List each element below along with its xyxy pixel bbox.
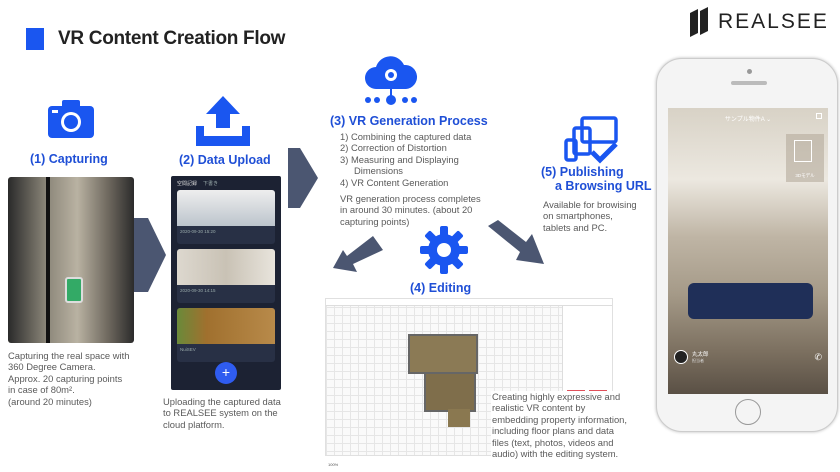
desc-line: Uploading the captured data <box>163 396 281 407</box>
logo-text: REALSEE <box>718 10 829 33</box>
add-button[interactable]: + <box>215 362 237 384</box>
desc-line: Approx. 20 capturing points <box>8 372 123 384</box>
desc-line: Available for browising <box>543 199 637 210</box>
phone-camera <box>747 69 752 74</box>
desc-line: (around 20 minutes) <box>8 395 92 407</box>
home-button[interactable] <box>735 399 761 425</box>
floor-plan <box>408 334 478 374</box>
list-item: 3) Measuring and Displaying <box>340 153 459 165</box>
arrow-right-icon <box>288 148 318 208</box>
editor-toolbar <box>326 299 612 306</box>
share-icon[interactable] <box>816 113 822 119</box>
step-5-title: (5) Publishing a Browsing URL <box>541 165 652 193</box>
agent-bar[interactable]: 丸太郎担当者 ✆ <box>674 346 822 368</box>
desc-line: cloud platform. <box>163 418 225 430</box>
record-card[interactable]: NuiSEV <box>177 308 275 362</box>
3d-model-button[interactable]: 3Dモデル <box>795 173 815 178</box>
phone-speaker <box>731 81 767 85</box>
upload-icon <box>196 96 250 146</box>
cloud-network-icon <box>365 56 418 105</box>
desc-line: capturing points) <box>340 215 410 227</box>
desc-line: including floor plans and data <box>492 425 614 437</box>
sofa <box>688 283 813 319</box>
title-marker <box>26 28 44 50</box>
desc-line: 360 Degree Camera. <box>8 361 96 373</box>
card-date: 2020-09-30 14:15 <box>180 288 216 293</box>
desc-line: on smartphones, <box>543 210 613 222</box>
minimap[interactable]: 3Dモデル <box>786 134 824 182</box>
card-date: NuiSEV <box>180 347 196 352</box>
vr-viewer-screen[interactable]: サンプル物件A ⌄ 3Dモデル 丸太郎担当者 ✆ <box>668 108 828 394</box>
desc-line: audio) with the editing system. <box>492 448 619 460</box>
desc-line: realistic VR content by <box>492 402 586 414</box>
editor-screenshot: 100% <box>325 298 613 467</box>
desc-line: to REALSEE system on the <box>163 407 278 419</box>
step-2-title: (2) Data Upload <box>179 153 271 167</box>
camera-icon <box>48 100 94 138</box>
list-item: 2) Correction of Distortion <box>340 142 447 154</box>
desc-line: Creating highly expressive and <box>492 391 621 402</box>
app-header: 空間記録 <box>177 181 198 187</box>
desc-line: Capturing the real space with <box>8 350 130 361</box>
list-item: Dimensions <box>354 165 403 177</box>
desc-line: in case of 80m². <box>8 384 75 396</box>
desc-line: embedding property information, <box>492 413 627 425</box>
editor-side-panel <box>562 306 612 396</box>
gear-icon <box>420 226 468 274</box>
agent-role: 担当者 <box>692 358 704 363</box>
desc-line: VR generation process completes <box>340 193 481 204</box>
title-line: a Browsing URL <box>555 179 652 193</box>
phone-call-icon[interactable]: ✆ <box>814 351 822 362</box>
step-1-title: (1) Capturing <box>30 152 108 166</box>
list-item: 4) VR Content Generation <box>340 176 449 188</box>
desc-line: tablets and PC. <box>543 221 608 233</box>
app-tab[interactable]: 下書き <box>203 181 219 187</box>
arrow-down-left-icon <box>333 236 383 272</box>
realsee-logo: REALSEE <box>688 7 829 37</box>
agent-name: 丸太郎 <box>692 352 709 358</box>
list-item: 1) Combining the captured data <box>340 131 472 142</box>
page-title: VR Content Creation Flow <box>58 28 286 49</box>
desc-line: in around 30 minutes. (about 20 <box>340 204 473 216</box>
card-date: 2020-09-30 15:20 <box>180 229 216 234</box>
realsee-logo-icon <box>690 7 708 37</box>
upload-app-screenshot: 空間記録下書き 2020-09-30 15:20 2020-09-30 14:1… <box>171 176 281 390</box>
zoom-level: 100% <box>328 462 339 467</box>
arrow-down-right-icon <box>488 220 544 264</box>
phone-frame: サンプル物件A ⌄ 3Dモデル 丸太郎担当者 ✆ <box>656 58 838 432</box>
desc-line: files (text, photos, videos and <box>492 436 614 448</box>
arrow-right-icon <box>134 218 166 292</box>
record-card[interactable]: 2020-09-30 14:15 <box>177 249 275 303</box>
property-name[interactable]: サンプル物件A ⌄ <box>724 117 772 123</box>
capturing-photo <box>8 177 134 343</box>
agent-avatar <box>674 350 688 364</box>
record-card[interactable]: 2020-09-30 15:20 <box>177 190 275 244</box>
step-4-title: (4) Editing <box>410 281 472 295</box>
devices-icon <box>564 116 618 164</box>
step-3-title: (3) VR Generation Process <box>330 114 488 128</box>
title-line: (5) Publishing <box>541 165 624 179</box>
